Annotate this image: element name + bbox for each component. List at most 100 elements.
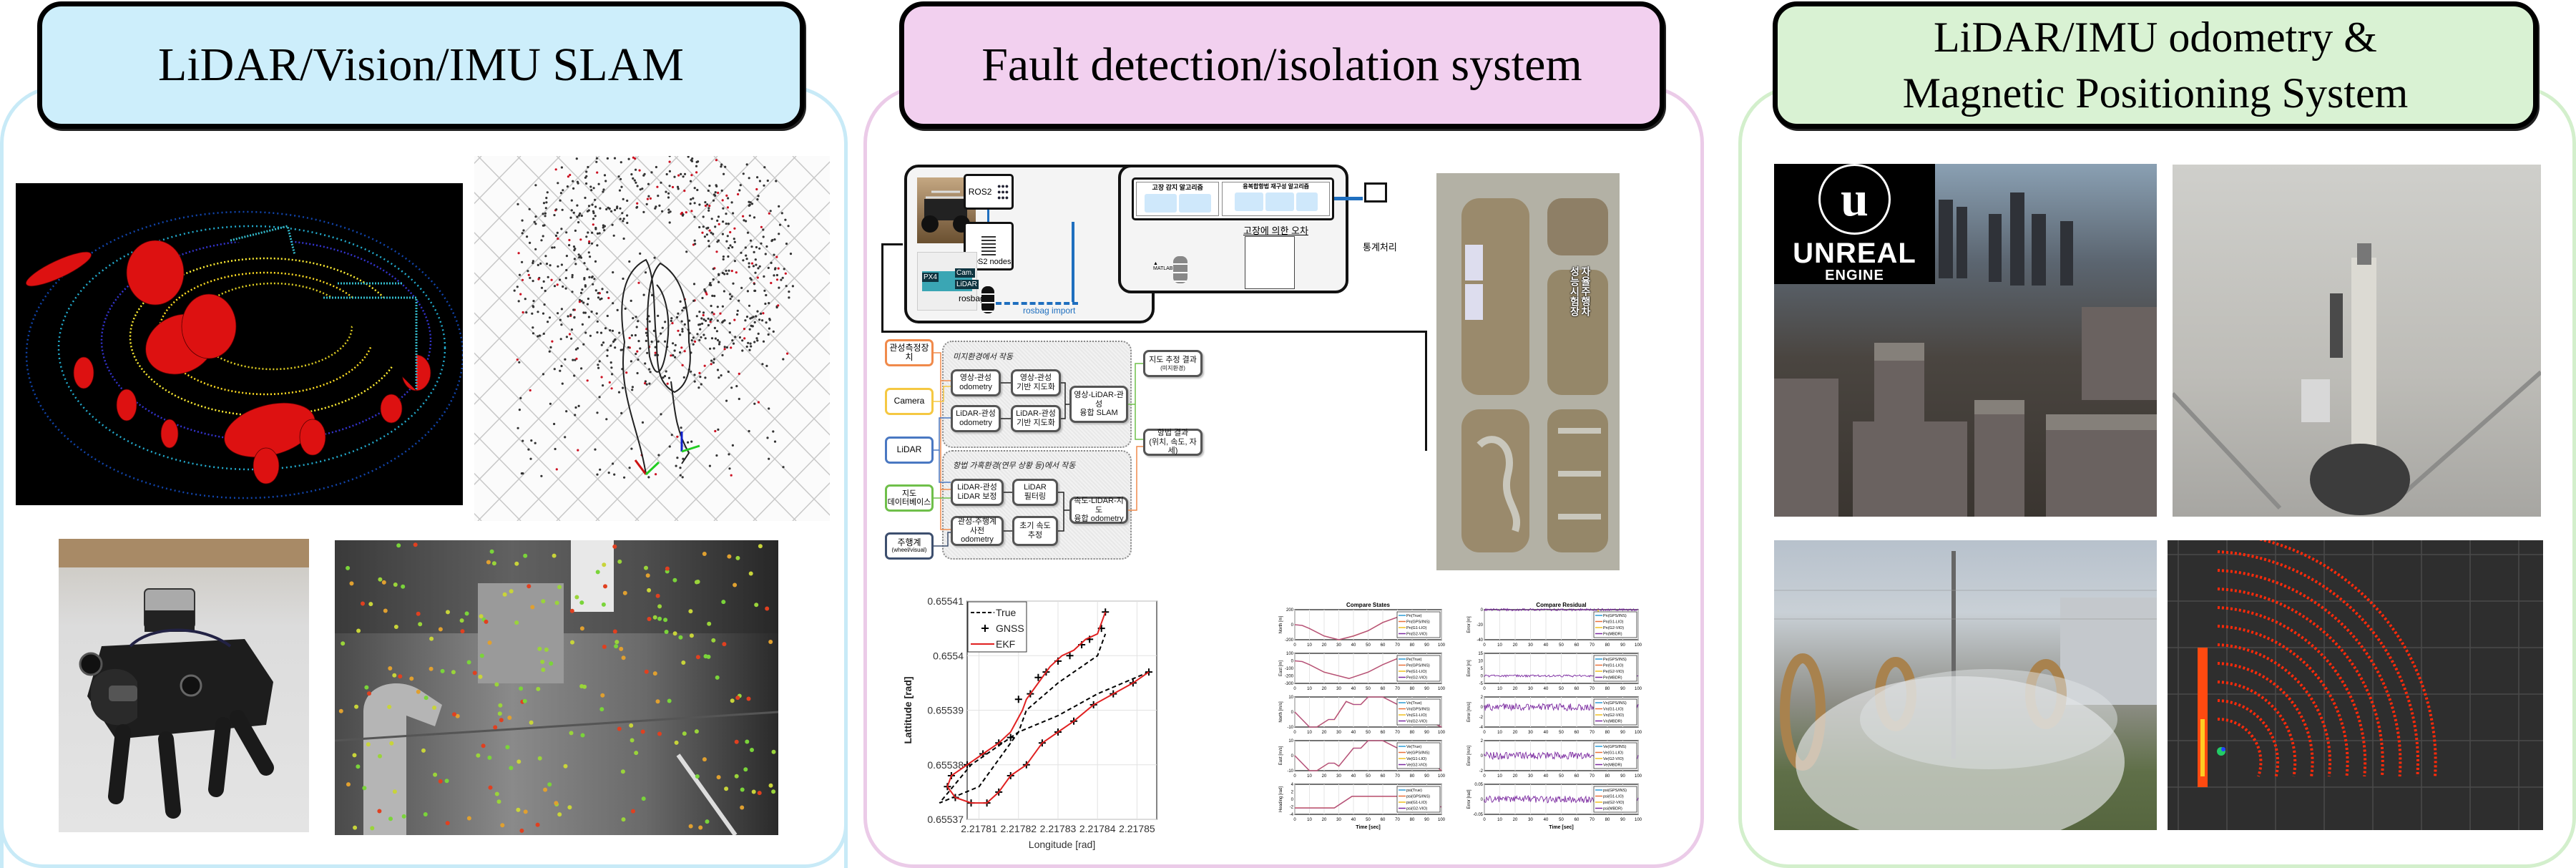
y-tick-label: 0.65539: [927, 705, 964, 716]
grid-line: [474, 392, 600, 521]
map-point: [730, 386, 733, 389]
map-point: [542, 332, 545, 335]
map-point: [677, 312, 680, 315]
feedback-line-bottom: [881, 331, 1426, 333]
flowchart-node-odo-prior: 관성-주행계 사전 odometry: [951, 516, 1004, 546]
map-point: [696, 188, 699, 192]
map-point: [553, 214, 556, 217]
feature-point: [711, 638, 716, 643]
map-point: [705, 233, 708, 236]
feature-point: [740, 787, 745, 792]
x-tick-label: 30: [1528, 731, 1533, 735]
map-point: [712, 313, 715, 316]
map-point: [692, 283, 696, 286]
x-tick-label: 0: [1293, 731, 1296, 735]
x-tick-label: 40: [1351, 643, 1356, 648]
feedback-line: [881, 243, 903, 245]
map-point: [613, 473, 616, 476]
map-point: [760, 242, 763, 245]
map-point: [720, 374, 723, 377]
x-tick-label: 70: [1395, 731, 1400, 735]
map-point: [723, 319, 726, 322]
map-point: [577, 404, 580, 407]
map-point: [715, 185, 718, 187]
map-point: [674, 356, 677, 359]
map-point: [583, 262, 586, 265]
map-point: [607, 296, 610, 300]
map-point: [606, 348, 609, 352]
chart-title: Compare States: [1346, 602, 1390, 608]
map-point: [704, 376, 707, 379]
map-point: [690, 174, 693, 177]
slam-header: LiDAR/Vision/IMU SLAM: [37, 1, 805, 129]
map-point: [579, 291, 583, 294]
x-tick-label: 10: [1497, 687, 1502, 691]
y-tick-label: 0: [1291, 798, 1294, 802]
map-point: [685, 250, 688, 253]
feature-point: [743, 767, 748, 772]
map-point: [560, 323, 563, 326]
map-point: [545, 263, 549, 265]
map-point: [583, 278, 586, 281]
map-point: [591, 275, 594, 278]
map-point: [728, 467, 731, 470]
series-line: [1294, 655, 1413, 679]
feature-point: [601, 602, 606, 607]
y-tick-label: 2: [1481, 739, 1484, 743]
feature-point: [476, 753, 481, 758]
map-point: [537, 335, 539, 338]
feature-point: [746, 696, 751, 701]
map-point: [735, 271, 738, 274]
map-point: [572, 211, 575, 214]
feature-point: [540, 659, 545, 664]
map-point: [579, 212, 582, 215]
feature-point: [641, 796, 646, 801]
map-point: [607, 472, 610, 474]
feature-point: [602, 644, 607, 649]
x-tick-label: 90: [1424, 774, 1429, 779]
map-point: [712, 278, 715, 281]
legend-label: Pn(GPS/INS): [1603, 614, 1627, 618]
y-tick-label: -10: [1287, 769, 1293, 774]
map-point: [636, 205, 639, 208]
map-point: [519, 396, 522, 399]
map-point: [718, 281, 720, 283]
map-point: [570, 209, 573, 212]
map-point: [612, 302, 614, 305]
feature-point: [451, 670, 456, 675]
gnss-marker: [1066, 652, 1074, 660]
map-point: [637, 281, 640, 284]
map-point: [546, 191, 549, 194]
grid-line: [474, 191, 797, 521]
map-point: [587, 205, 591, 208]
map-point: [664, 340, 667, 343]
map-point: [616, 308, 619, 311]
map-point: [593, 278, 596, 281]
feature-point: [494, 682, 499, 687]
map-point: [560, 308, 563, 311]
feature-point: [536, 686, 541, 691]
map-point: [644, 362, 647, 365]
rosbag-label: rosbag: [959, 293, 985, 303]
map-point: [537, 263, 539, 266]
map-point: [748, 328, 751, 331]
map-point: [742, 172, 745, 175]
map-point: [580, 300, 583, 303]
lidar-arc: [2217, 662, 2314, 777]
unreal-city-simulation: u UNREAL ENGINE: [1774, 164, 2157, 517]
map-point: [697, 386, 700, 389]
map-point: [516, 426, 519, 429]
y-tick-label: 10: [1288, 696, 1293, 700]
map-point: [608, 381, 611, 384]
map-point: [687, 156, 690, 158]
x-tick-label: 40: [1351, 774, 1356, 779]
map-point: [767, 266, 770, 269]
map-point: [571, 273, 574, 277]
map-point: [714, 337, 717, 340]
map-point: [680, 320, 683, 323]
feature-point: [341, 641, 346, 646]
map-point: [635, 168, 637, 171]
feature-point: [368, 602, 373, 607]
map-point: [676, 435, 679, 438]
x-tick-label: 70: [1395, 818, 1400, 822]
